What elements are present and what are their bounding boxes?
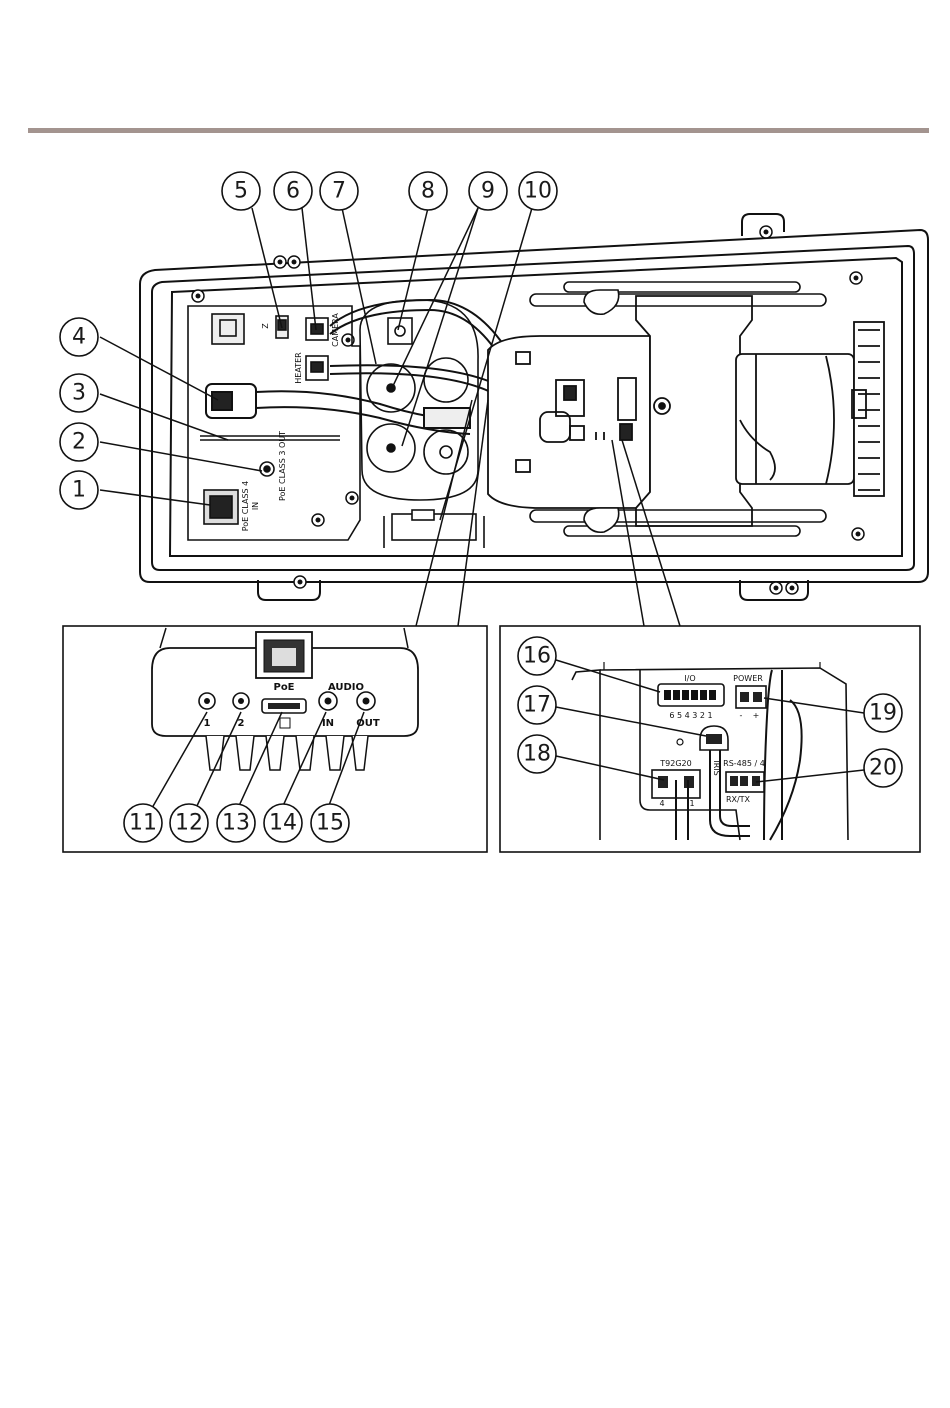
camera-lens — [736, 322, 884, 496]
svg-text:6: 6 — [286, 179, 300, 204]
callout-9: 9 — [469, 172, 507, 210]
camera-body — [488, 296, 752, 526]
callout-11: 11 — [124, 804, 162, 842]
port-2-jack — [233, 693, 249, 709]
label-t92-pin4: 4 — [659, 799, 664, 808]
label-heater: HEATER — [294, 352, 303, 384]
svg-text:19: 19 — [869, 701, 897, 726]
label-io-pins: 6 5 4 3 2 1 — [669, 711, 712, 720]
svg-text:13: 13 — [222, 811, 250, 836]
label-audio: AUDIO — [328, 682, 364, 693]
svg-text:15: 15 — [316, 811, 344, 836]
inset-left: PoE AUDIO 1 2 IN OUT 11 12 13 14 15 — [63, 626, 487, 852]
svg-text:7: 7 — [332, 179, 346, 204]
label-port-1: 1 — [204, 718, 211, 729]
label-poe-class3: PoE CLASS 3 OUT — [278, 431, 287, 501]
inset-right: I/O 6 5 4 3 2 1 POWER - + IRIS T92G20 4 … — [500, 626, 920, 852]
svg-text:1: 1 — [72, 478, 86, 503]
label-io: I/O — [684, 674, 695, 683]
label-rxtx: RX/TX — [726, 795, 751, 804]
label-poe-class4: PoE CLASS 4 — [241, 481, 250, 532]
label-t92-pin1: 1 — [689, 799, 694, 808]
callout-5: 5 — [222, 172, 260, 210]
callout-15: 15 — [311, 804, 349, 842]
svg-text:5: 5 — [234, 179, 248, 204]
label-rs485: RS-485 / 4 — [723, 759, 765, 768]
label-t92g20: T92G20 — [659, 759, 691, 768]
callout-14: 14 — [264, 804, 302, 842]
callout-10: 10 — [519, 172, 557, 210]
svg-text:3: 3 — [72, 381, 86, 406]
svg-text:14: 14 — [269, 811, 297, 836]
callout-12: 12 — [170, 804, 208, 842]
audio-out-jack — [357, 692, 375, 710]
callout-17: 17 — [518, 686, 556, 724]
label-in: IN — [322, 718, 334, 729]
callout-6: 6 — [274, 172, 312, 210]
callout-1: 1 — [60, 471, 98, 509]
svg-text:8: 8 — [421, 179, 435, 204]
svg-text:20: 20 — [869, 756, 897, 781]
port-1-jack — [199, 693, 215, 709]
label-poe: PoE — [273, 682, 294, 693]
svg-text:2: 2 — [72, 430, 86, 455]
label-power-minus: - — [740, 711, 743, 720]
callout-13: 13 — [217, 804, 255, 842]
label-power: POWER — [733, 674, 763, 683]
svg-text:16: 16 — [523, 644, 551, 669]
label-power-plus: + — [753, 711, 760, 720]
callout-7: 7 — [320, 172, 358, 210]
svg-text:10: 10 — [524, 179, 552, 204]
svg-text:11: 11 — [129, 811, 157, 836]
callout-16: 16 — [518, 637, 556, 675]
svg-text:9: 9 — [481, 179, 495, 204]
callout-4: 4 — [60, 318, 98, 356]
callout-18: 18 — [518, 735, 556, 773]
label-poe-class4-in: IN — [251, 502, 260, 510]
callout-8: 8 — [409, 172, 447, 210]
svg-text:12: 12 — [175, 811, 203, 836]
label-port-2: 2 — [238, 718, 245, 729]
label-switch: Z — [261, 323, 270, 329]
callout-19: 19 — [864, 694, 902, 732]
svg-text:17: 17 — [523, 693, 551, 718]
callout-20: 20 — [864, 749, 902, 787]
svg-text:4: 4 — [72, 325, 86, 350]
callout-2: 2 — [60, 423, 98, 461]
callout-3: 3 — [60, 374, 98, 412]
svg-text:18: 18 — [523, 742, 551, 767]
audio-in-jack — [319, 692, 337, 710]
